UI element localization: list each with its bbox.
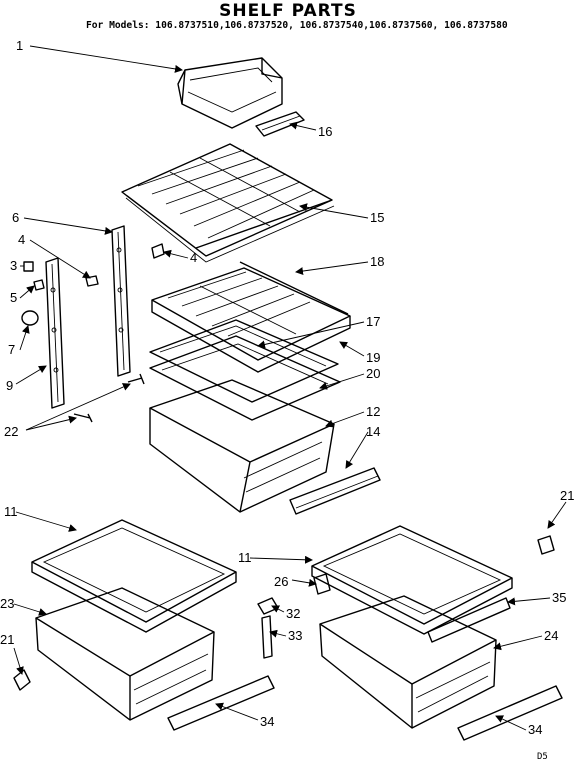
callout-21-left: 21 — [0, 632, 14, 647]
part-glass-shelf-center — [151, 261, 351, 373]
part-crisper-pan-center — [149, 379, 335, 513]
part-shelf-trim-small — [255, 111, 305, 137]
callout-20: 20 — [366, 366, 380, 381]
callout-23: 23 — [0, 596, 14, 611]
callout-4-right: 4 — [190, 250, 197, 265]
callout-14: 14 — [366, 424, 380, 439]
callout-35: 35 — [552, 590, 566, 605]
callout-15: 15 — [370, 210, 384, 225]
diagram-code: D5 — [537, 752, 548, 762]
part-crisper-trim-center — [289, 467, 381, 515]
callout-33: 33 — [288, 628, 302, 643]
part-door-bin — [177, 57, 283, 129]
callout-22: 22 — [4, 424, 18, 439]
callout-16: 16 — [318, 124, 332, 139]
part-wire-shelf — [121, 143, 335, 263]
part-small-hardware — [21, 261, 145, 423]
page-title: SHELF PARTS — [219, 1, 357, 21]
leader-lines — [13, 45, 567, 731]
callout-19: 19 — [366, 350, 380, 365]
callout-11-left: 11 — [4, 504, 18, 519]
part-rail-right — [111, 225, 131, 377]
part-shelf-clip-upper — [151, 243, 165, 259]
callout-11-right: 11 — [238, 550, 252, 565]
callout-17: 17 — [366, 314, 380, 329]
callout-32: 32 — [286, 606, 300, 621]
callout-34-left: 34 — [260, 714, 274, 729]
callout-6: 6 — [12, 210, 19, 225]
callout-5: 5 — [10, 290, 17, 305]
callout-18: 18 — [370, 254, 384, 269]
callout-26: 26 — [274, 574, 288, 589]
callout-24: 24 — [544, 628, 558, 643]
callout-3: 3 — [10, 258, 17, 273]
callout-21-right: 21 — [560, 488, 574, 503]
callout-12: 12 — [366, 404, 380, 419]
callout-labels: 1 16 15 6 4 4 3 5 7 9 22 18 17 19 20 12 … — [0, 38, 574, 737]
part-right-lower-assembly — [311, 525, 563, 741]
models-line: For Models: 106.8737510,106.8737520, 106… — [86, 20, 508, 31]
callout-7: 7 — [8, 342, 15, 357]
part-left-lower-assembly — [13, 519, 275, 731]
callout-4-left: 4 — [18, 232, 25, 247]
part-rail-left — [45, 257, 65, 409]
callout-34-right: 34 — [528, 722, 542, 737]
callout-9: 9 — [6, 378, 13, 393]
callout-1: 1 — [16, 38, 23, 53]
